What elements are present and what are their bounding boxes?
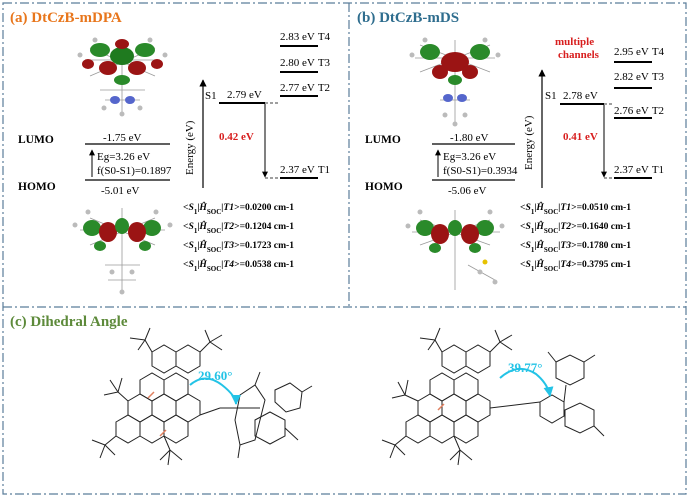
svg-text:<S1|ĤSOC|T3>=0.1723 cm-1: <S1|ĤSOC|T3>=0.1723 cm-1 [183, 239, 294, 254]
angle-right-label: 39.77° [508, 360, 542, 375]
svg-text:<S1|ĤSOC|T4>=0.0538 cm-1: <S1|ĤSOC|T4>=0.0538 cm-1 [183, 258, 294, 273]
f-value-a: f(S0-S1)=0.1897 [97, 165, 172, 177]
s1-value-b: 2.78 eV [563, 90, 598, 102]
soc-value-b2: =0.1640 cm-1 [577, 221, 632, 232]
t3-state-b: T3 [652, 71, 665, 83]
t3-state-a: T3 [318, 57, 331, 69]
soc-value-b3: =0.1780 cm-1 [577, 240, 632, 251]
homo-label-a: HOMO [18, 181, 56, 193]
lumo-orbital-a [77, 37, 168, 117]
lumo-orbital-b [409, 37, 501, 127]
soc-state-b3: T3 [560, 240, 571, 251]
s1-label-b: S1 [545, 90, 557, 102]
t1-state-a: T1 [318, 164, 330, 176]
soc-value-a3: =0.1723 cm-1 [240, 240, 295, 251]
homo-value-a: -5.01 eV [101, 185, 140, 197]
panel-a: (a) DtCzB-mDPA [10, 10, 331, 295]
t2-value-b: 2.76 eV [614, 105, 649, 117]
t4-state-b: T4 [652, 46, 665, 58]
s1-value-a: 2.79 eV [227, 89, 262, 101]
t3-value-b: 2.82 eV [614, 71, 649, 83]
soc-state-b2: T2 [560, 221, 571, 232]
lumo-label-b: LUMO [365, 134, 401, 146]
gap-value-a: 0.42 eV [219, 131, 254, 143]
soc-state-a4: T4 [223, 259, 234, 270]
homo-value-b: -5.06 eV [448, 185, 487, 197]
boron-bond-right [437, 403, 445, 411]
soc-state-a3: T3 [223, 240, 234, 251]
svg-text:<S1|ĤSOC|T1>=0.0510 cm-1: <S1|ĤSOC|T1>=0.0510 cm-1 [520, 201, 631, 216]
soc-value-b4: =0.3795 cm-1 [577, 259, 632, 270]
soc-value-b1: =0.0510 cm-1 [577, 202, 632, 213]
angle-left-label: 29.60° [198, 368, 232, 383]
t1-state-b: T1 [652, 164, 664, 176]
t2-state-b: T2 [652, 105, 664, 117]
panel-c-title: (c) Dihedral Angle [10, 314, 128, 330]
panel-a-title: (a) DtCzB-mDPA [10, 10, 122, 26]
panel-b-title: (b) DtCzB-mDS [357, 10, 459, 26]
note-line2-b: channels [558, 49, 600, 61]
t4-state-a: T4 [318, 31, 331, 43]
soc-value-a4: =0.0538 cm-1 [240, 259, 295, 270]
svg-text:<S1|ĤSOC|T3>=0.1780 cm-1: <S1|ĤSOC|T3>=0.1780 cm-1 [520, 239, 631, 254]
soc-value-a2: =0.1204 cm-1 [240, 221, 295, 232]
gap-value-b: 0.41 eV [563, 131, 598, 143]
svg-text:<S1|ĤSOC|T4>=0.3795 cm-1: <S1|ĤSOC|T4>=0.3795 cm-1 [520, 258, 631, 273]
molecule-left [91, 327, 313, 466]
note-line1-b: multiple [555, 36, 594, 48]
s1-label-a: S1 [205, 90, 217, 102]
homo-label-b: HOMO [365, 181, 403, 193]
soc-value-a1: =0.0200 cm-1 [240, 202, 295, 213]
energy-axis-label-a: Energy (eV) [184, 120, 196, 175]
lumo-value-a: -1.75 eV [103, 132, 142, 144]
homo-orbital-b [405, 209, 505, 290]
eg-value-a: Eg=3.26 eV [97, 151, 150, 163]
svg-text:<S1|ĤSOC|T2>=0.1204 cm-1: <S1|ĤSOC|T2>=0.1204 cm-1 [183, 220, 294, 235]
angle-arrow-right [499, 367, 554, 397]
f-value-b: f(S0-S1)=0.3934 [443, 165, 518, 177]
soc-state-a2: T2 [223, 221, 234, 232]
soc-state-b4: T4 [560, 259, 571, 270]
energy-axis-label-b: Energy (eV) [523, 115, 535, 170]
homo-orbital-a [72, 208, 173, 295]
boron-bond-left [147, 391, 155, 399]
t2-value-a: 2.77 eV [280, 82, 315, 94]
eg-value-b: Eg=3.26 eV [443, 151, 496, 163]
panel-c: (c) Dihedral Angle [10, 314, 605, 466]
molecule-right [381, 327, 605, 466]
t2-state-a: T2 [318, 82, 330, 94]
svg-text:<S1|ĤSOC|T2>=0.1640 cm-1: <S1|ĤSOC|T2>=0.1640 cm-1 [520, 220, 631, 235]
angle-arrow-left [189, 377, 241, 405]
soc-state-b1: T1 [560, 202, 571, 213]
t3-value-a: 2.80 eV [280, 57, 315, 69]
soc-state-a1: T1 [223, 202, 234, 213]
soc-list-a: <S1|ĤSOC|T1>=0.0200 cm-1 <S1|ĤSOC|T2>=0.… [183, 201, 294, 273]
soc-list-b: <S1|ĤSOC|T1>=0.0510 cm-1 <S1|ĤSOC|T2>=0.… [520, 201, 631, 273]
svg-text:<S1|ĤSOC|T1>=0.0200 cm-1: <S1|ĤSOC|T1>=0.0200 cm-1 [183, 201, 294, 216]
t4-value-a: 2.83 eV [280, 31, 315, 43]
lumo-value-b: -1.80 eV [450, 132, 489, 144]
nitrogen-bond-left [159, 429, 167, 437]
t1-value-b: 2.37 eV [614, 164, 649, 176]
panel-b: (b) DtCzB-mDS LUMO HOMO [357, 10, 665, 290]
t1-value-a: 2.37 eV [280, 164, 315, 176]
lumo-label-a: LUMO [18, 134, 54, 146]
t4-value-b: 2.95 eV [614, 46, 649, 58]
